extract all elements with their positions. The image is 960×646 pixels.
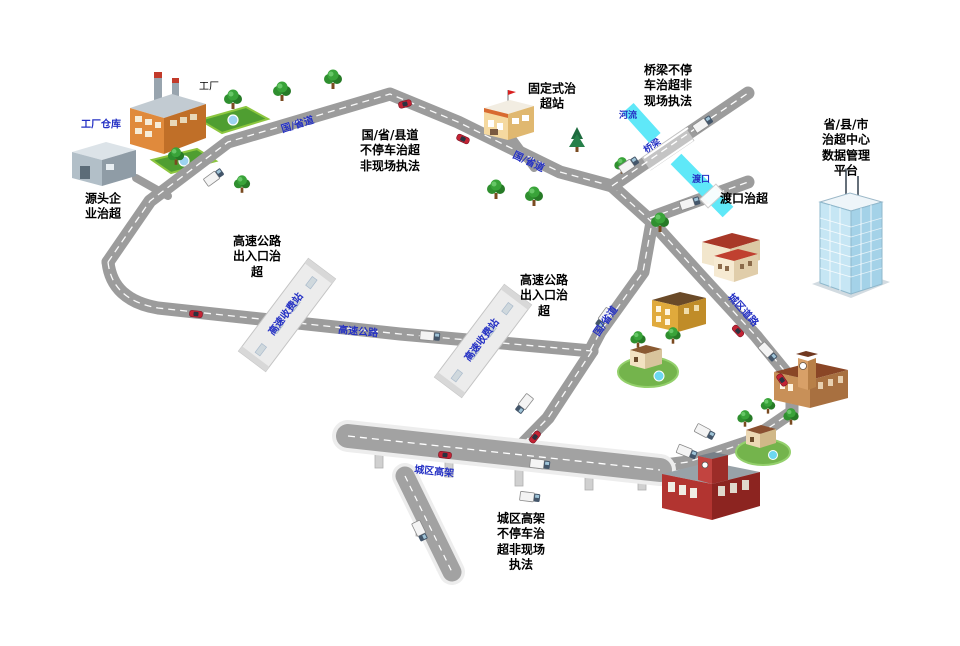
tree-icon	[224, 89, 242, 109]
river-upper	[622, 102, 661, 144]
truck-icon	[519, 490, 541, 504]
data-center-tower	[812, 168, 890, 298]
ferry-dock	[699, 183, 725, 209]
truck-icon	[693, 422, 717, 442]
car-icon	[188, 309, 204, 319]
pine-tree-icon	[569, 127, 585, 152]
green-field	[197, 105, 271, 135]
tree-icon	[737, 410, 753, 427]
factory-building	[130, 72, 206, 154]
tree-icon	[324, 69, 342, 89]
river-lower	[670, 153, 734, 218]
tree-icon	[760, 398, 776, 414]
government-building	[702, 233, 760, 282]
centerline	[589, 185, 653, 352]
tree-icon	[273, 81, 291, 101]
car-icon	[437, 450, 453, 460]
centerline	[611, 92, 749, 187]
red-school-building	[662, 452, 760, 520]
tree-icon	[525, 186, 543, 206]
road-station-stub	[508, 134, 538, 172]
car-icon	[455, 132, 471, 146]
truck-icon	[202, 166, 226, 188]
elevated-ramp	[392, 463, 465, 585]
toll-station-1	[237, 257, 337, 373]
tree-icon	[630, 331, 646, 348]
yellow-building	[652, 292, 706, 332]
centerline	[107, 261, 593, 352]
toll-station-2	[433, 283, 533, 399]
tree-icon	[487, 179, 505, 199]
small-house	[735, 425, 791, 466]
fixed-station-building	[484, 90, 534, 140]
elevated-road	[332, 420, 676, 486]
tree-icon	[233, 175, 251, 193]
bridge-deck	[641, 127, 695, 171]
pavilion-building	[617, 345, 679, 388]
warehouse-building	[72, 142, 136, 186]
truck-icon	[513, 392, 535, 416]
centerline	[107, 93, 613, 263]
road-warehouse-stub	[132, 174, 172, 200]
